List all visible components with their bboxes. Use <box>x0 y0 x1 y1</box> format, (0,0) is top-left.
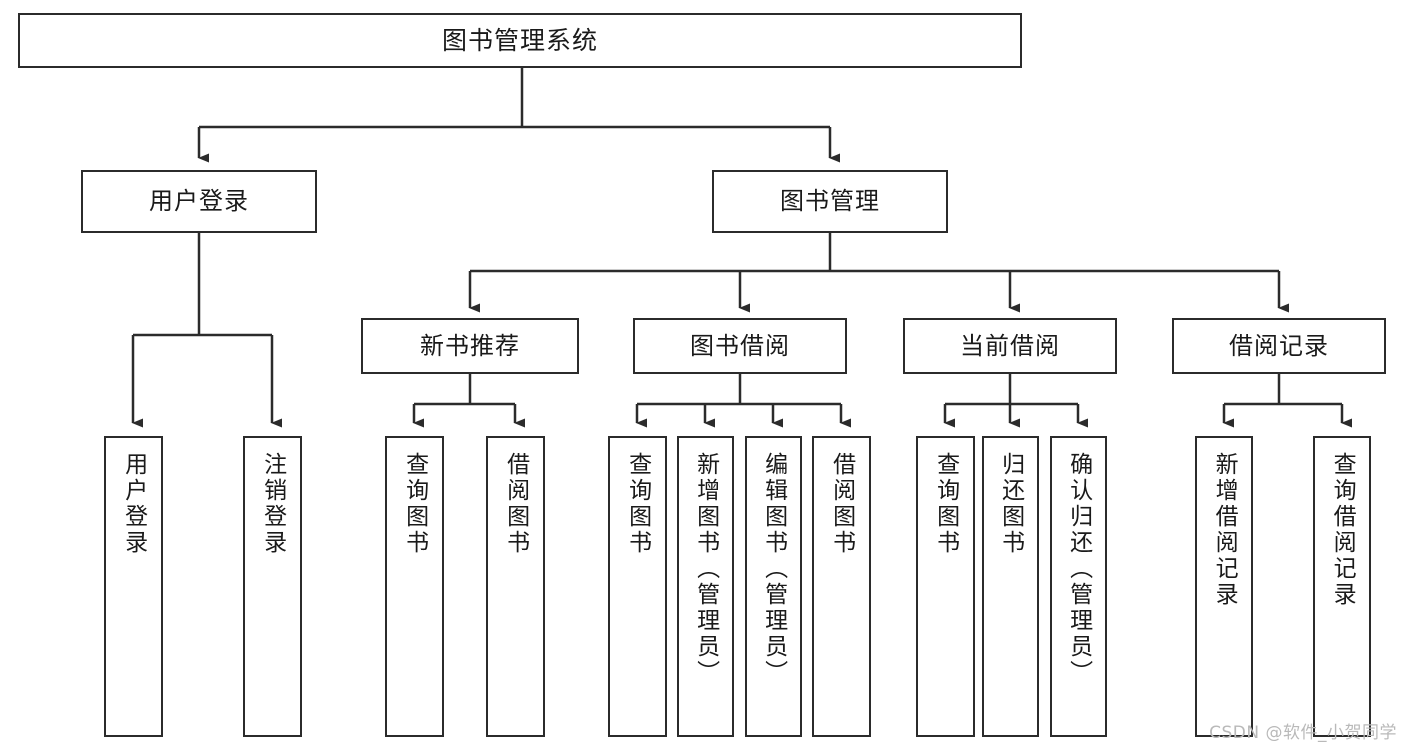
node-label: 用户登录 <box>149 187 249 216</box>
node-label: 归还图书 <box>997 452 1024 556</box>
leaf-book-borrow-query-book[interactable]: 查询图书 <box>608 436 667 737</box>
node-label: 编辑图书（管理员） <box>760 452 787 686</box>
node-user-login[interactable]: 用户登录 <box>81 170 317 233</box>
leaf-current-borrow-return-book[interactable]: 归还图书 <box>982 436 1039 737</box>
node-label: 图书管理 <box>780 187 880 216</box>
leaf-book-borrow-edit-book-admin[interactable]: 编辑图书（管理员） <box>745 436 802 737</box>
node-label: 图书借阅 <box>690 331 790 360</box>
node-label: 用户登录 <box>120 452 147 556</box>
leaf-user-login-login[interactable]: 用户登录 <box>104 436 163 737</box>
node-label: 查询图书 <box>624 452 651 556</box>
node-book-borrow[interactable]: 图书借阅 <box>633 318 847 374</box>
node-label: 查询图书 <box>932 452 959 556</box>
leaf-new-book-borrow-book[interactable]: 借阅图书 <box>486 436 545 737</box>
leaf-borrow-record-query-record[interactable]: 查询借阅记录 <box>1313 436 1371 737</box>
node-label: 查询借阅记录 <box>1329 452 1356 608</box>
watermark-text: CSDN @软件_小贺同学 <box>1209 723 1397 743</box>
node-label: 注销登录 <box>259 452 286 556</box>
leaf-current-borrow-query-book[interactable]: 查询图书 <box>916 436 975 737</box>
leaf-book-borrow-add-book-admin[interactable]: 新增图书（管理员） <box>677 436 734 737</box>
node-label: 借阅图书 <box>828 452 855 556</box>
leaf-borrow-record-add-record[interactable]: 新增借阅记录 <box>1195 436 1253 737</box>
node-root-library-management-system[interactable]: 图书管理系统 <box>18 13 1022 68</box>
node-label: 确认归还（管理员） <box>1065 452 1092 686</box>
node-label: 新增图书（管理员） <box>692 452 719 686</box>
node-label: 借阅记录 <box>1229 331 1329 360</box>
node-label: 图书管理系统 <box>441 25 598 55</box>
leaf-new-book-query-book[interactable]: 查询图书 <box>385 436 444 737</box>
leaf-user-login-logout[interactable]: 注销登录 <box>243 436 302 737</box>
node-new-book-recommend[interactable]: 新书推荐 <box>361 318 579 374</box>
node-label: 借阅图书 <box>502 452 529 556</box>
node-label: 当前借阅 <box>960 331 1060 360</box>
leaf-book-borrow-borrow-book[interactable]: 借阅图书 <box>812 436 871 737</box>
node-current-borrow[interactable]: 当前借阅 <box>903 318 1117 374</box>
node-label: 新书推荐 <box>420 331 520 360</box>
node-label: 新增借阅记录 <box>1211 452 1238 608</box>
node-label: 查询图书 <box>401 452 428 556</box>
leaf-current-borrow-confirm-return-admin[interactable]: 确认归还（管理员） <box>1050 436 1107 737</box>
node-borrow-record[interactable]: 借阅记录 <box>1172 318 1386 374</box>
node-book-management[interactable]: 图书管理 <box>712 170 948 233</box>
